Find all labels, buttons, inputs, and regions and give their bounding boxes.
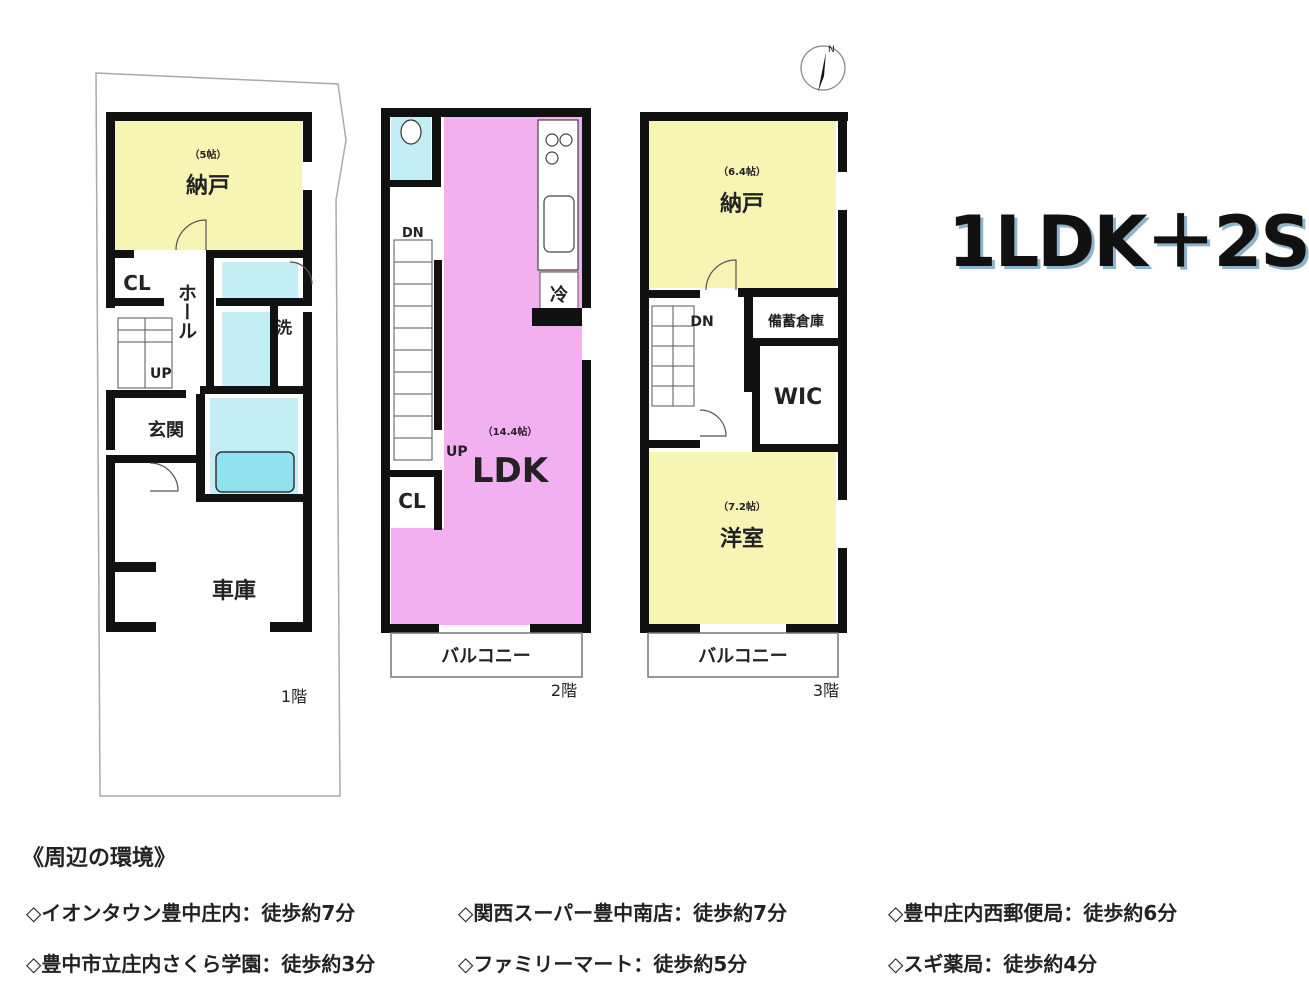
floor-1-washroom	[222, 312, 276, 386]
floor-2-balcony	[390, 632, 583, 678]
environment-item: ◇関西スーパー豊中南店：徒歩約7分	[458, 901, 788, 925]
floor-2-dn-label: DN	[402, 226, 424, 241]
floor-3-doors	[699, 259, 737, 437]
floor-1-storage-label: 納戸	[186, 173, 230, 199]
layout-type-title: 1LDK＋2S	[948, 201, 1309, 283]
floor-1-closet-label: CL	[123, 271, 151, 295]
floor-2-ldk-lower	[391, 528, 582, 625]
floor-3-balcony	[647, 632, 839, 678]
floor-2-toilet-bowl	[400, 119, 422, 145]
floor-1-site-outline	[95, 72, 347, 797]
floor-2-ldk-size: （14.4帖）	[483, 425, 538, 438]
floor-1-entrance-label: 玄関	[148, 419, 184, 441]
floor-2-label: 2階	[551, 681, 577, 700]
floor-1-garage-label: 車庫	[212, 578, 256, 604]
floor-1-walls	[106, 112, 312, 632]
fridge-space	[539, 271, 579, 313]
floor-2-closet-label: CL	[398, 489, 426, 513]
bathtub	[215, 451, 295, 493]
floor-3-storage-label: 納戸	[720, 191, 764, 217]
floor-3-western-size: （7.2帖）	[718, 500, 766, 513]
environment-item: ◇イオンタウン豊中庄内：徒歩約7分	[26, 901, 356, 925]
floor-3-western-label: 洋室	[720, 526, 764, 552]
floor-3-western-room	[648, 452, 836, 624]
floor-1-up-label: UP	[150, 366, 172, 382]
environment-item: ◇ファミリーマート：徒歩約5分	[458, 952, 748, 976]
floor-1-wash-label: 洗	[276, 318, 292, 337]
floor-1-toilet	[222, 262, 298, 298]
environment-item: ◇豊中市立庄内さくら学園：徒歩約3分	[26, 952, 376, 976]
kitchen-counter	[537, 119, 579, 271]
environment-item: ◇豊中庄内西郵便局：徒歩約6分	[888, 901, 1178, 925]
floor-2: DN UP 冷 （14.4帖） LDK CL バルコニー 2階	[381, 108, 591, 700]
floor-2-balcony-label: バルコニー	[441, 646, 531, 667]
floor-1-storage-room	[112, 120, 302, 250]
environment-item: ◇スギ薬局：徒歩約4分	[888, 952, 1098, 976]
floor-3-storage-room	[648, 120, 836, 288]
compass-icon: N	[800, 45, 846, 92]
floor-1-label: 1階	[281, 687, 307, 706]
floor-3-stock-label: 備蓄倉庫	[768, 313, 824, 330]
floor-3-storage-size: （6.4帖）	[718, 165, 766, 178]
floor-3-balcony-label: バルコニー	[698, 646, 788, 667]
floor-2-fridge-label: 冷	[550, 284, 568, 306]
floor-2-walls	[381, 108, 591, 633]
floor-3-label: 3階	[813, 681, 839, 700]
floor-3: （6.4帖） 納戸 DN 備蓄倉庫 WIC （7.2帖） 洋室 バルコニー 3階	[640, 112, 848, 700]
compass-north-label: N	[828, 45, 835, 55]
floor-3-wic-label: WIC	[774, 385, 823, 410]
floor-1-stairs	[117, 317, 173, 389]
floor-2-up-label: UP	[446, 444, 468, 460]
environment-title: 《周辺の環境》	[22, 846, 177, 871]
floor-1: （5帖） 納戸 CL ホール UP 玄関 洗 車庫 1階	[95, 72, 347, 797]
floor-2-stairs	[393, 239, 433, 461]
floor-3-dn-label: DN	[690, 314, 713, 330]
floor-1-doors	[149, 219, 313, 492]
floor-2-ldk-label: LDK	[472, 451, 550, 491]
floor-3-walls	[640, 112, 848, 633]
floor-1-storage-size: （5帖）	[190, 148, 227, 161]
floor-plan-diagram: （5帖） 納戸 CL ホール UP 玄関 洗 車庫 1階	[95, 45, 848, 797]
floor-1-hall-label: ホール	[175, 283, 197, 340]
floor-3-stairs	[651, 305, 695, 407]
wic-room	[760, 352, 838, 442]
